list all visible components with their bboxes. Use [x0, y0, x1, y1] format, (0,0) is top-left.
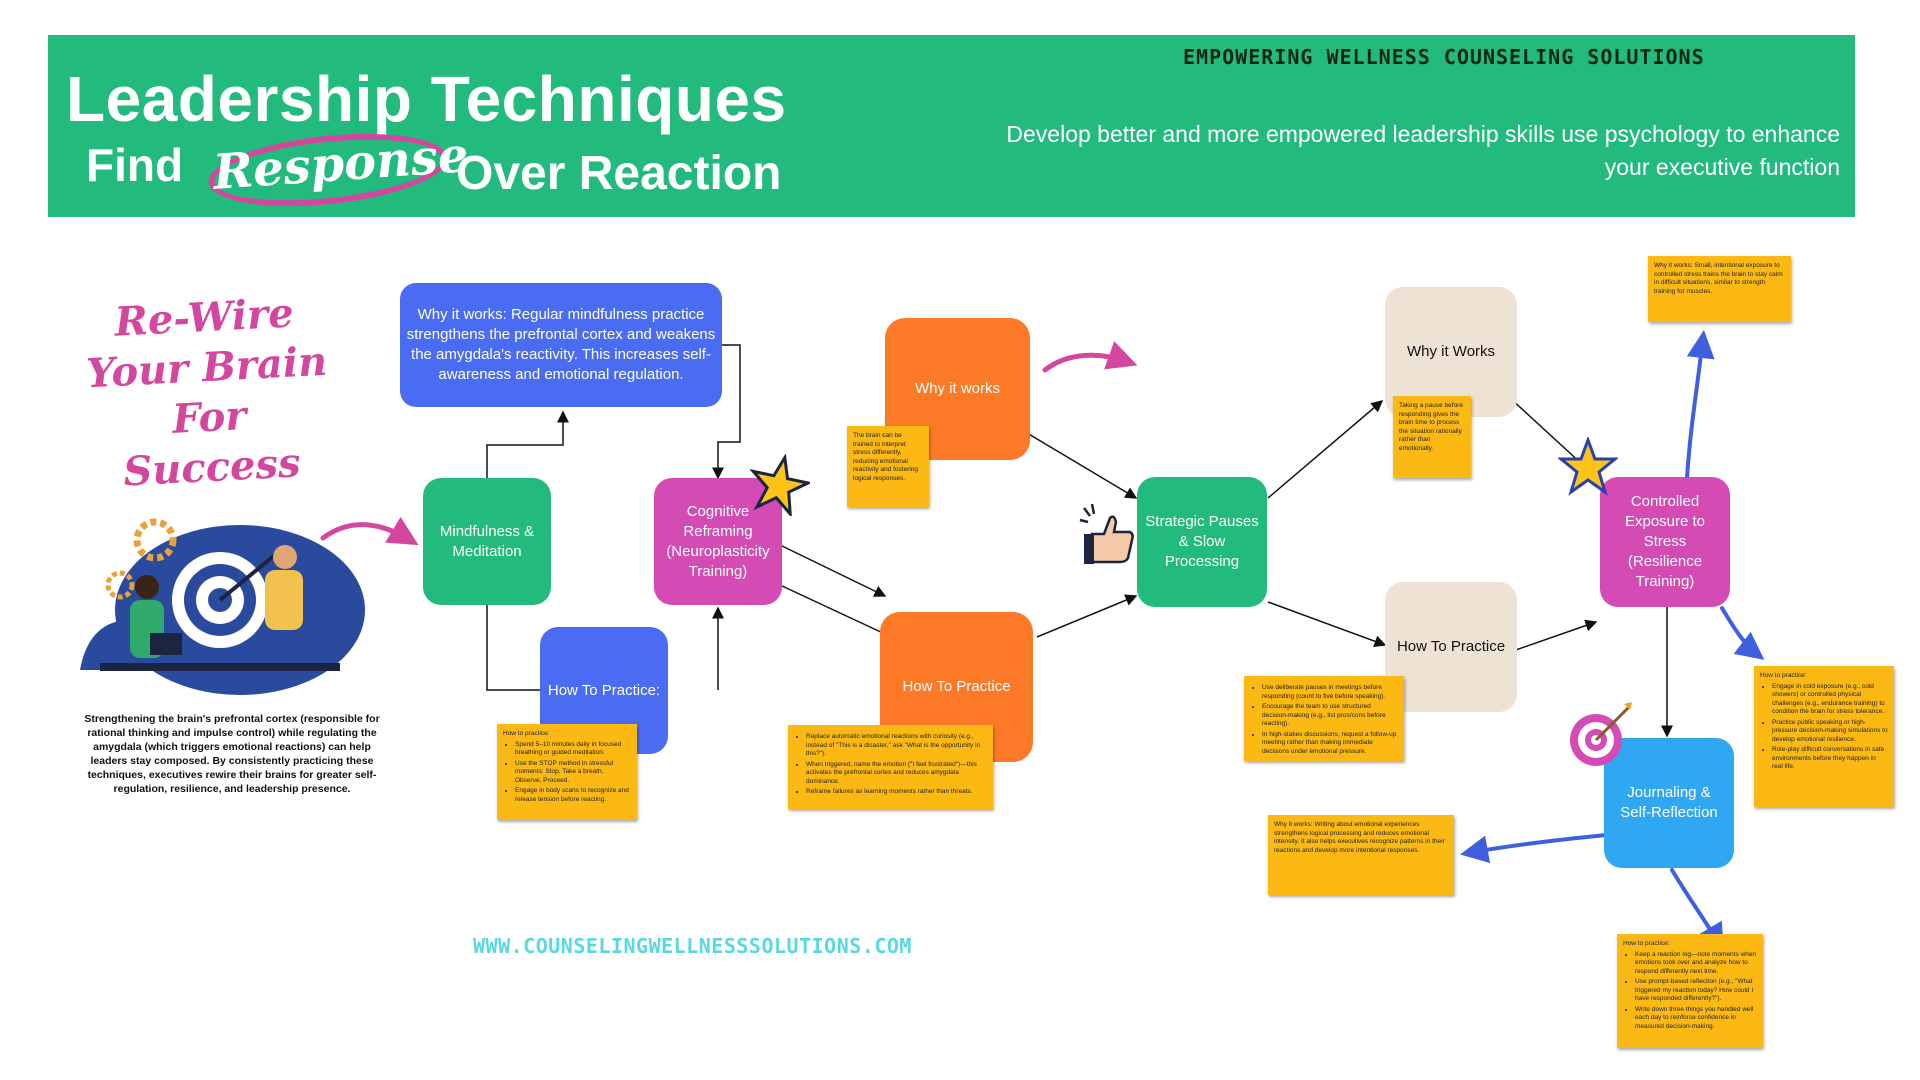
header-subtitle: Develop better and more empowered leader… — [1006, 121, 1840, 180]
note-cognitive-how: Replace automatic emotional reactions wi… — [788, 725, 993, 809]
node-mindfulness: Mindfulness & Meditation — [423, 478, 551, 605]
note-item: Engage in cold exposure (e.g., cold show… — [1772, 683, 1888, 717]
website-link[interactable]: WWW.COUNSELINGWELLNESSSOLUTIONS.COM — [473, 934, 912, 958]
star-icon — [749, 454, 810, 516]
node-mindfulness-why: Why it works: Regular mindfulness practi… — [400, 283, 722, 407]
node-strategic-pauses: Strategic Pauses & Slow Processing — [1137, 477, 1267, 607]
title-find: Find — [86, 139, 184, 191]
thumbs-up-icon — [1079, 503, 1134, 564]
node-pauses-how: How To Practice — [1385, 582, 1517, 712]
note-item: Use prompt-based reflection (e.g., "What… — [1635, 978, 1757, 1004]
note-item: Engage in body scans to recognize and re… — [515, 787, 631, 804]
note-exposure-how: How to practice: Engage in cold exposure… — [1754, 666, 1894, 807]
note-item: Reframe failures as learning moments rat… — [806, 788, 987, 797]
note-cognitive-why: The brain can be trained to interpret st… — [847, 426, 929, 507]
note-item: Write down three things you handled well… — [1635, 1006, 1757, 1032]
note-title: How to practice: — [503, 730, 550, 737]
note-item: Keep a reaction log—note moments when em… — [1635, 951, 1757, 977]
note-exposure-why: Why it works: Small, intentional exposur… — [1648, 256, 1791, 322]
note-pauses-why: Taking a pause before responding gives t… — [1393, 396, 1471, 478]
brand-name: EMPOWERING WELLNESS COUNSELING SOLUTIONS — [1183, 45, 1705, 69]
note-mindfulness-how: How to practice: Spend 5–10 minutes dail… — [497, 724, 637, 820]
note-item: When triggered, name the emotion ("I fee… — [806, 761, 987, 787]
note-pauses-how: Use deliberate pauses in meetings before… — [1244, 676, 1404, 761]
node-journaling: Journaling & Self-Reflection — [1604, 738, 1734, 868]
node-cognitive-reframing: Cognitive Reframing (Neuroplasticity Tra… — [654, 478, 782, 605]
note-item: Use the STOP method in stressful moments… — [515, 760, 631, 786]
note-item: In high-stakes discussions, request a fo… — [1262, 731, 1398, 757]
note-item: Practice public speaking or high-pressur… — [1772, 719, 1888, 745]
note-item: Use deliberate pauses in meetings before… — [1262, 684, 1398, 701]
title-over-reaction: Over Reaction — [456, 147, 782, 200]
note-item: Encourage the team to use structured dec… — [1262, 703, 1398, 729]
target-icon — [1570, 702, 1632, 766]
note-item: Replace automatic emotional reactions wi… — [806, 733, 987, 759]
node-controlled-exposure: Controlled Exposure to Stress (Resilienc… — [1600, 477, 1730, 607]
note-title: How to practice: — [1623, 940, 1670, 947]
node-pauses-why: Why it Works — [1385, 287, 1517, 417]
note-title: How to practice: — [1760, 672, 1807, 679]
leader-illustration — [80, 518, 365, 695]
note-journaling-why: Why it works: Writing about emotional ex… — [1268, 815, 1454, 895]
page-title: Leadership Techniques — [66, 63, 787, 135]
gear-icon — [105, 518, 177, 600]
header-banner — [48, 35, 1855, 217]
note-item: Spend 5–10 minutes daily in focused brea… — [515, 741, 631, 758]
note-journaling-how: How to practice: Keep a reaction log—not… — [1617, 934, 1763, 1048]
brain-description: Strengthening the brain's prefrontal cor… — [84, 713, 380, 795]
rewire-heading: Re-Wire Your Brain For Success — [85, 289, 329, 496]
note-item: Role-play difficult conversations in saf… — [1772, 746, 1888, 772]
star-icon — [1558, 437, 1618, 496]
